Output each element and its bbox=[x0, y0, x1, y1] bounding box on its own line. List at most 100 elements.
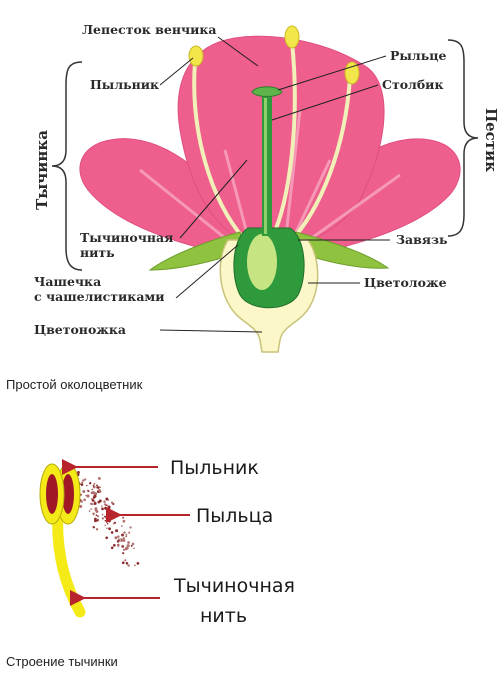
pollen-grain bbox=[121, 545, 125, 548]
pollen-grain bbox=[93, 494, 97, 498]
pollen-grain bbox=[92, 484, 95, 487]
pollen-grain bbox=[94, 507, 98, 511]
pollen-grain bbox=[116, 543, 120, 547]
pollen-grain bbox=[114, 536, 118, 540]
caption-flower: Простой околоцветник bbox=[6, 377, 143, 392]
pollen-grain bbox=[95, 528, 99, 531]
pollen-grain bbox=[91, 499, 94, 502]
pollen-grain bbox=[87, 490, 90, 493]
pollen-grain bbox=[130, 544, 133, 547]
caption-stamen: Строение тычинки bbox=[6, 654, 118, 669]
pollen-grain bbox=[110, 531, 114, 534]
pollen-grain bbox=[91, 503, 94, 506]
pollen-grain bbox=[125, 562, 129, 565]
stamen-filament-3 bbox=[288, 77, 352, 244]
pollen-grain bbox=[92, 512, 95, 516]
pollen-grain bbox=[104, 506, 108, 510]
pollen-grain bbox=[115, 529, 119, 533]
pollen-grain bbox=[93, 501, 97, 506]
pollen-grain bbox=[127, 541, 130, 544]
pollen-grain bbox=[104, 524, 107, 527]
label-calyx-line2: с чашелистиками bbox=[34, 289, 165, 304]
pollen-grain bbox=[123, 531, 126, 534]
pollen-grain bbox=[98, 499, 102, 503]
pollen-grain bbox=[101, 507, 104, 511]
label-stamen: Тычинка bbox=[33, 130, 51, 210]
pollen-grain bbox=[103, 503, 107, 506]
pollen-grain bbox=[94, 517, 97, 521]
pollen-grain bbox=[117, 538, 121, 541]
label-petal: Лепесток венчика bbox=[82, 22, 217, 37]
pollen-grain bbox=[82, 479, 85, 482]
pollen-grain bbox=[79, 504, 83, 508]
pollen-grain bbox=[110, 546, 114, 550]
label-filament-line1: Тычиночная bbox=[80, 230, 173, 245]
pollen-grain bbox=[91, 491, 95, 495]
pollen-grain bbox=[81, 481, 84, 484]
pollen-grain bbox=[86, 494, 90, 498]
pollen-grain bbox=[96, 484, 98, 487]
pollen-grain bbox=[120, 538, 124, 542]
pollen-grain bbox=[99, 486, 102, 489]
pollen-grain bbox=[108, 520, 111, 523]
pollen-grain bbox=[86, 484, 88, 487]
pollen-grain bbox=[91, 488, 93, 491]
pollen-grain bbox=[84, 478, 87, 481]
pollen-grain bbox=[103, 500, 106, 503]
label-calyx-line1: Чашечка bbox=[34, 274, 101, 289]
pollen-grain bbox=[122, 552, 125, 555]
pollen-grain bbox=[89, 482, 92, 485]
label-stamen-filament-line2: нить bbox=[200, 605, 247, 627]
pollen-grain bbox=[97, 476, 101, 480]
label-pedicel: Цветоножка bbox=[34, 322, 126, 337]
label-receptacle: Цветоложе bbox=[364, 275, 447, 290]
pollen-grain bbox=[80, 483, 84, 486]
pollen-grain bbox=[136, 562, 140, 565]
stigma bbox=[251, 86, 283, 97]
label-stamen-filament-line1: Тычиночная bbox=[173, 575, 295, 597]
pollen-grain bbox=[109, 509, 112, 512]
pollen-grain bbox=[120, 525, 123, 527]
pollen-grain bbox=[124, 559, 127, 562]
pollen-grain bbox=[112, 522, 115, 525]
label-stamen-pollen: Пыльца bbox=[196, 505, 273, 527]
pollen-grain bbox=[99, 490, 102, 493]
stamen-illustration bbox=[39, 463, 140, 618]
pollen-grain bbox=[105, 497, 109, 501]
pollen-grain bbox=[125, 533, 128, 536]
pollen-grain bbox=[101, 513, 104, 516]
label-stigma: Рыльце bbox=[390, 48, 446, 63]
stamen-filament-2 bbox=[270, 41, 297, 239]
pollen-grain bbox=[104, 519, 107, 522]
pollen-grain bbox=[121, 533, 124, 537]
pollen-grain bbox=[133, 564, 136, 567]
anther-2 bbox=[284, 25, 300, 49]
flower-illustration bbox=[79, 25, 461, 353]
pollen-grain bbox=[106, 527, 108, 529]
pollen-grain bbox=[83, 498, 86, 502]
stamen-filament-1 bbox=[192, 61, 247, 242]
pollen-grain bbox=[93, 482, 96, 485]
pollen-grain bbox=[122, 539, 126, 542]
pollen-grain bbox=[133, 547, 135, 550]
pollen-grain bbox=[122, 537, 126, 540]
label-style: Столбик bbox=[382, 77, 443, 92]
petal-left bbox=[79, 138, 249, 259]
leader-lines bbox=[159, 36, 390, 333]
pollen-grain bbox=[129, 526, 132, 529]
label-pistil: Пестик bbox=[482, 108, 500, 172]
pollen-grain bbox=[122, 516, 124, 519]
pollen-grain bbox=[85, 494, 87, 497]
pollen-grain bbox=[112, 543, 116, 547]
pollen-grain bbox=[101, 517, 105, 520]
pollen-grain bbox=[88, 510, 91, 512]
pollen-grain bbox=[105, 516, 108, 519]
pollen-cloud bbox=[73, 471, 140, 567]
pollen-grain bbox=[127, 564, 130, 567]
pollen-grain bbox=[122, 548, 126, 551]
pollen-grain bbox=[128, 531, 131, 534]
pollen-grain bbox=[80, 500, 83, 503]
pollen-grain bbox=[107, 505, 111, 509]
pollen-grain bbox=[110, 501, 114, 504]
